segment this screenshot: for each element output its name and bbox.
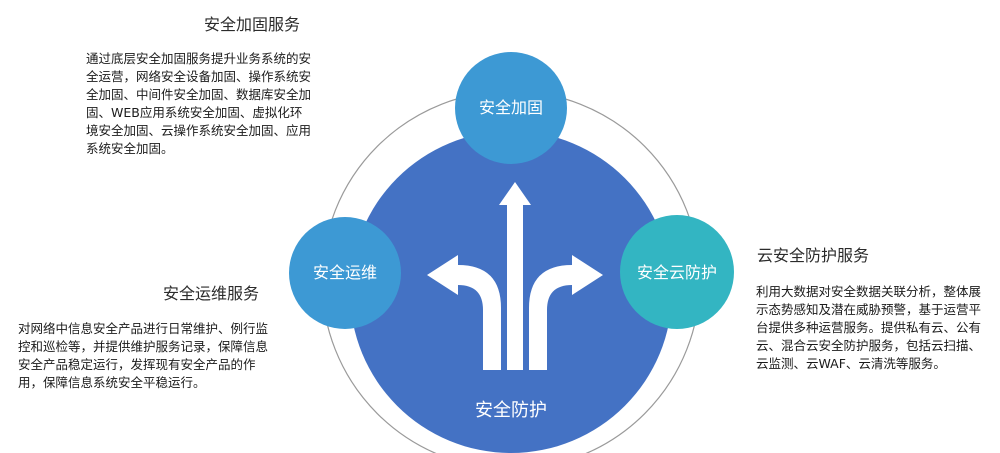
left-circle [289, 217, 401, 329]
operations-description: 对网络中信息安全产品进行日常维护、例行监控和巡检等，并提供维护服务记录，保障信息… [18, 321, 269, 390]
cloud-title: 云安全防护服务 [757, 246, 870, 265]
directional-arrows-icon [427, 182, 603, 370]
operations-title: 安全运维服务 [163, 284, 260, 303]
right-circle [620, 215, 734, 329]
hardening-title: 安全加固服务 [204, 15, 301, 34]
top-circle [455, 52, 567, 164]
cloud-description: 利用大数据对安全数据关联分析，整体展示态势感知及潜在威胁预警，基于运营平台提供多… [756, 284, 982, 371]
node-label-operations: 安全运维 [312, 263, 377, 282]
node-label-hardening: 安全加固 [478, 98, 543, 117]
hardening-description: 通过底层安全加固服务提升业务系统的安全运营，网络安全设备加固、操作系统安全加固、… [86, 51, 312, 156]
node-label-cloud: 安全云防护 [636, 263, 717, 282]
center-label: 安全防护 [475, 400, 547, 421]
